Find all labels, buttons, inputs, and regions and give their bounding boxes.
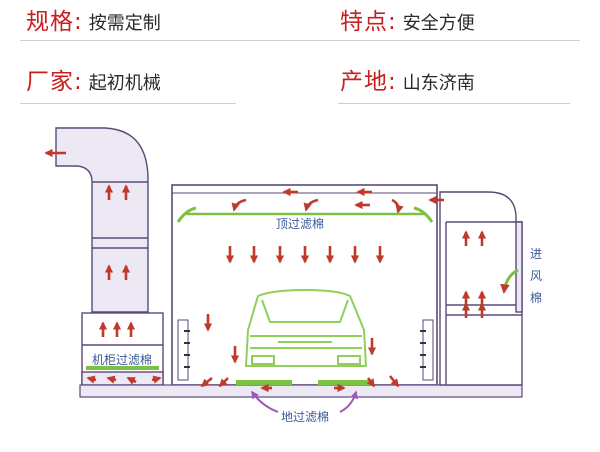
intake-arrow <box>500 268 519 294</box>
divider <box>20 103 236 104</box>
exhaust-duct <box>55 127 149 313</box>
air-supply-unit <box>439 191 523 386</box>
divider <box>338 103 570 104</box>
spec-row-feature: 特点: 安全方便 <box>340 2 475 36</box>
intake-filter-label: 风 <box>530 269 542 283</box>
airflow-arrow <box>106 375 117 384</box>
airflow-arrow <box>231 198 247 212</box>
maker-value: 起初机械 <box>88 73 161 94</box>
spec-row-maker: 厂家: 起初机械 <box>26 62 161 96</box>
spec-label: 规格: <box>26 9 83 35</box>
spec-row-origin: 产地: 山东济南 <box>340 62 475 96</box>
intake-filter-label: 进 <box>530 247 542 261</box>
airflow-arrow <box>126 376 137 385</box>
airflow-arrows <box>44 148 487 393</box>
airflow-arrow <box>366 377 376 388</box>
feature-label: 特点: <box>340 9 397 35</box>
airflow-arrow <box>151 375 162 384</box>
top-filter-label: 顶过滤棉 <box>276 217 324 231</box>
divider <box>20 40 580 41</box>
floor-filter-label: 地过滤棉 <box>281 410 329 424</box>
booth-base <box>79 384 523 398</box>
car-outline <box>244 288 368 367</box>
origin-label: 产地: <box>340 69 397 95</box>
airflow-arrow <box>200 376 213 388</box>
side-vents <box>184 330 426 368</box>
floor-filter-pad <box>318 380 374 385</box>
intake-filter-label: 棉 <box>530 291 542 305</box>
floor-filter-pad <box>236 380 292 385</box>
airflow-arrow <box>388 375 400 388</box>
maker-label: 厂家: <box>26 69 83 95</box>
floor-filter-pointers <box>251 390 359 413</box>
cabinet-filter-label: 机柜过滤棉 <box>92 353 152 367</box>
spec-row-size: 规格: 按需定制 <box>26 2 161 36</box>
airflow-arrow <box>303 198 319 212</box>
airflow-arrow <box>391 198 404 214</box>
origin-value: 山东济南 <box>402 73 475 94</box>
spec-value: 按需定制 <box>88 13 161 34</box>
feature-value: 安全方便 <box>402 13 475 34</box>
left-cabinet <box>81 312 164 386</box>
airflow-arrow <box>218 377 229 388</box>
cabinet-filter-pad <box>86 366 159 370</box>
airflow-arrow <box>86 375 97 384</box>
